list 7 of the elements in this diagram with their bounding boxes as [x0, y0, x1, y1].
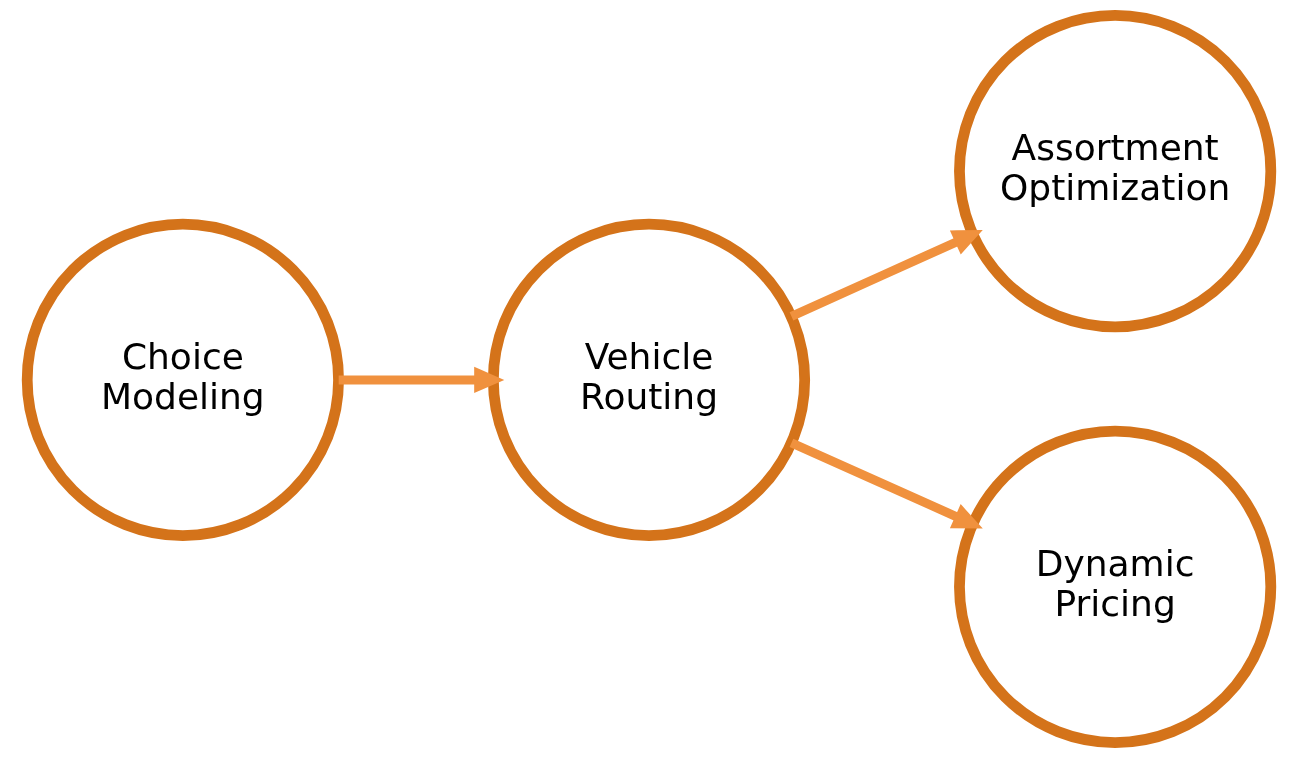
node-circle: Assortment Optimization [953, 10, 1276, 333]
node-circle: Vehicle Routing [487, 218, 810, 541]
node-circle: Dynamic Pricing [953, 425, 1276, 748]
node-circle: Choice Modeling [21, 218, 344, 541]
arrow [789, 230, 983, 321]
arrow [789, 438, 983, 529]
arrow [338, 366, 504, 394]
